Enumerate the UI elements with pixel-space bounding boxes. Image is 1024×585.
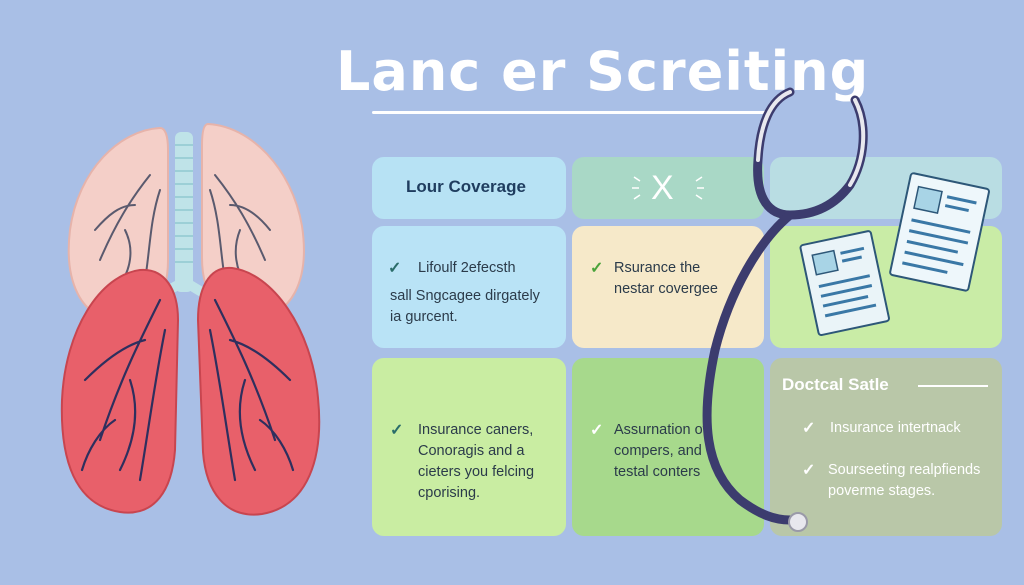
green-card-line4: cporising. [418,485,481,501]
page-title: Lanc er Screiting [336,40,870,103]
doctor-card-divider [918,385,988,387]
green-dark-card-line3: testal conters [614,464,701,480]
doctor-card-item2-line2: poverme stages. [828,483,936,499]
green-card-line3: cieters you felcing [418,464,535,480]
doctor-card-title: Doctcal Satle [782,375,889,394]
check-icon: ✓ [802,462,816,479]
check-icon: ✓ [590,260,604,277]
green-dark-card-line2: compers, and [614,443,702,459]
x-header-label: X [651,169,674,207]
doctor-card: Doctcal Satle ✓ Insurance intertnack ✓ S… [770,358,1002,536]
check-icon: ✓ [802,420,816,437]
document-icon [799,230,890,337]
peach-info-card: ✓ Rsurance the nestar covergee [572,226,764,348]
green-info-card: ✓ Insurance caners, Conoragis and a ciet… [372,358,566,536]
green-card-line1: Insurance caners, [418,422,534,438]
check-icon: ✓ [390,422,404,439]
check-icon: ✓ [388,260,402,277]
x-header-card: X [572,157,764,219]
green-dark-info-card: ✓ Assurnation of compers, and testal con… [572,358,764,536]
right-lower-lung [196,266,321,516]
blue-info-card: ✓ Lifoulf 2efecsth sall Sngcagee dirgate… [372,226,566,348]
sparkle-icon [632,176,704,200]
peach-card-line2: nestar covergee [614,281,718,297]
document-icon [889,172,990,292]
check-icon: ✓ [590,422,604,439]
coverage-header-label: Lour Coverage [406,177,526,196]
coverage-header-card: Lour Coverage [372,157,566,219]
peach-card-line1: Rsurance the [614,260,701,276]
blue-card-line2: sall Sngcagee dirgately [390,288,540,304]
blue-card-line1: Lifoulf 2efecsth [418,260,516,276]
stethoscope-icon [702,87,868,532]
title-divider [372,111,772,114]
blue-card-line3: ia gurcent. [390,309,458,325]
doctor-card-item2-line1: Sourseeting realpfiends [828,462,981,478]
green-card-line2: Conoragis and a [418,443,525,459]
doctor-card-item1: Insurance intertnack [830,420,961,436]
left-lower-lung [60,268,180,514]
green-dark-card-line1: Assurnation of [614,422,707,438]
